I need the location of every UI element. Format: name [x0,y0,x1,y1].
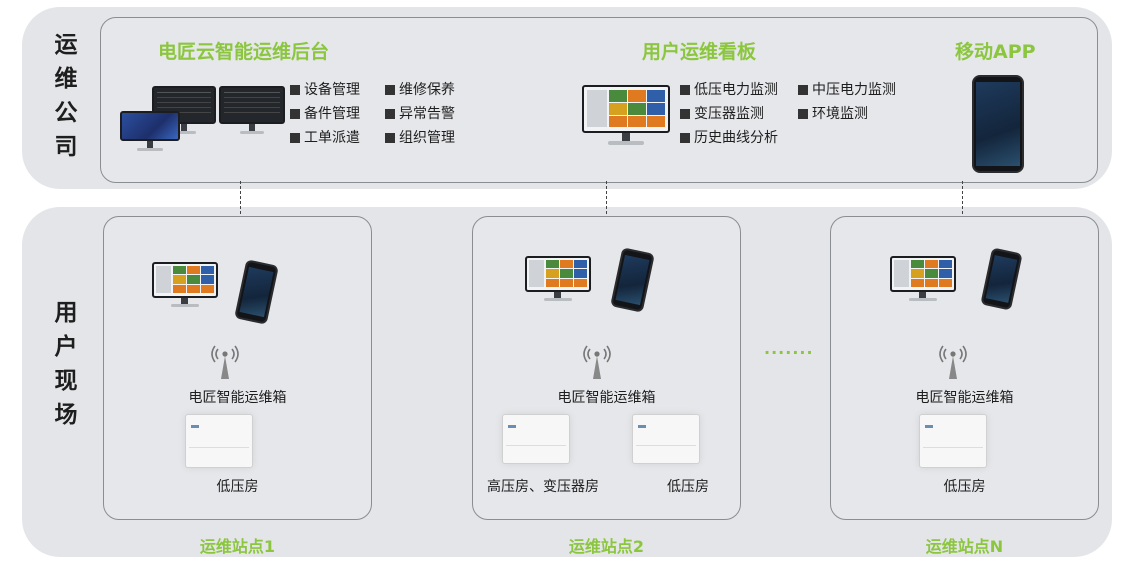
more-sites-ellipsis: ....... [764,339,814,358]
dashboard-features-col1: 低压电力监测 变压器监测 历史曲线分析 [680,78,778,150]
connector-line-1 [240,181,241,214]
site2-device-label: 电匠智能运维箱 [557,390,656,406]
backend-title: 电匠云智能运维后台 [158,41,330,63]
siten-device-label: 电匠智能运维箱 [915,390,1014,406]
connector-line-2 [606,181,607,214]
connector-line-3 [962,181,963,214]
mobile-phone-image [972,75,1024,173]
site2-signal-tower-icon [583,345,611,379]
site1-cabinet [185,414,253,468]
siten-monitor [890,256,956,302]
feature-item: 中压电力监测 [798,78,896,102]
site2-cabinet-low [632,414,700,464]
site2-monitor [525,256,591,302]
dashboard-features-col2: 中压电力监测 环境监测 [798,78,896,126]
feature-item: 备件管理 [290,102,360,126]
feature-item: 变压器监测 [680,102,778,126]
site-box-2 [472,216,741,520]
mobile-title: 移动APP [955,41,1036,63]
backend-features-col2: 维修保养 异常告警 组织管理 [385,78,455,150]
site2-cabinet-high [502,414,570,464]
dashboard-monitor [582,85,670,145]
feature-item: 工单派遣 [290,126,360,150]
feature-item: 历史曲线分析 [680,126,778,150]
siten-room-label: 低压房 [943,479,986,495]
feature-item: 组织管理 [385,126,455,150]
backend-features-col1: 设备管理 备件管理 工单派遣 [290,78,360,150]
dashboard-title: 用户运维看板 [642,41,757,63]
feature-item: 维修保养 [385,78,455,102]
backend-monitor-back-right [219,86,285,136]
site1-signal-tower-icon [211,345,239,379]
siten-name: 运维站点N [925,537,1004,556]
site1-room-label: 低压房 [216,479,259,495]
site2-room-label-2: 低压房 [667,479,709,495]
site1-monitor [152,262,218,308]
feature-item: 异常告警 [385,102,455,126]
site-box-n [830,216,1099,520]
feature-item: 设备管理 [290,78,360,102]
site-label-vertical: 用 户 现 场 [54,300,78,428]
site1-name: 运维站点1 [199,537,276,556]
feature-item: 环境监测 [798,102,896,126]
siten-cabinet [919,414,987,468]
site2-room-label-1: 高压房、变压器房 [487,479,599,495]
site1-device-label: 电匠智能运维箱 [188,390,287,406]
siten-signal-tower-icon [939,345,967,379]
backend-monitor-front [120,111,180,153]
site2-name: 运维站点2 [568,537,645,556]
company-label: 运 维 公 司 [54,32,78,160]
site-box-1 [103,216,372,520]
feature-item: 低压电力监测 [680,78,778,102]
